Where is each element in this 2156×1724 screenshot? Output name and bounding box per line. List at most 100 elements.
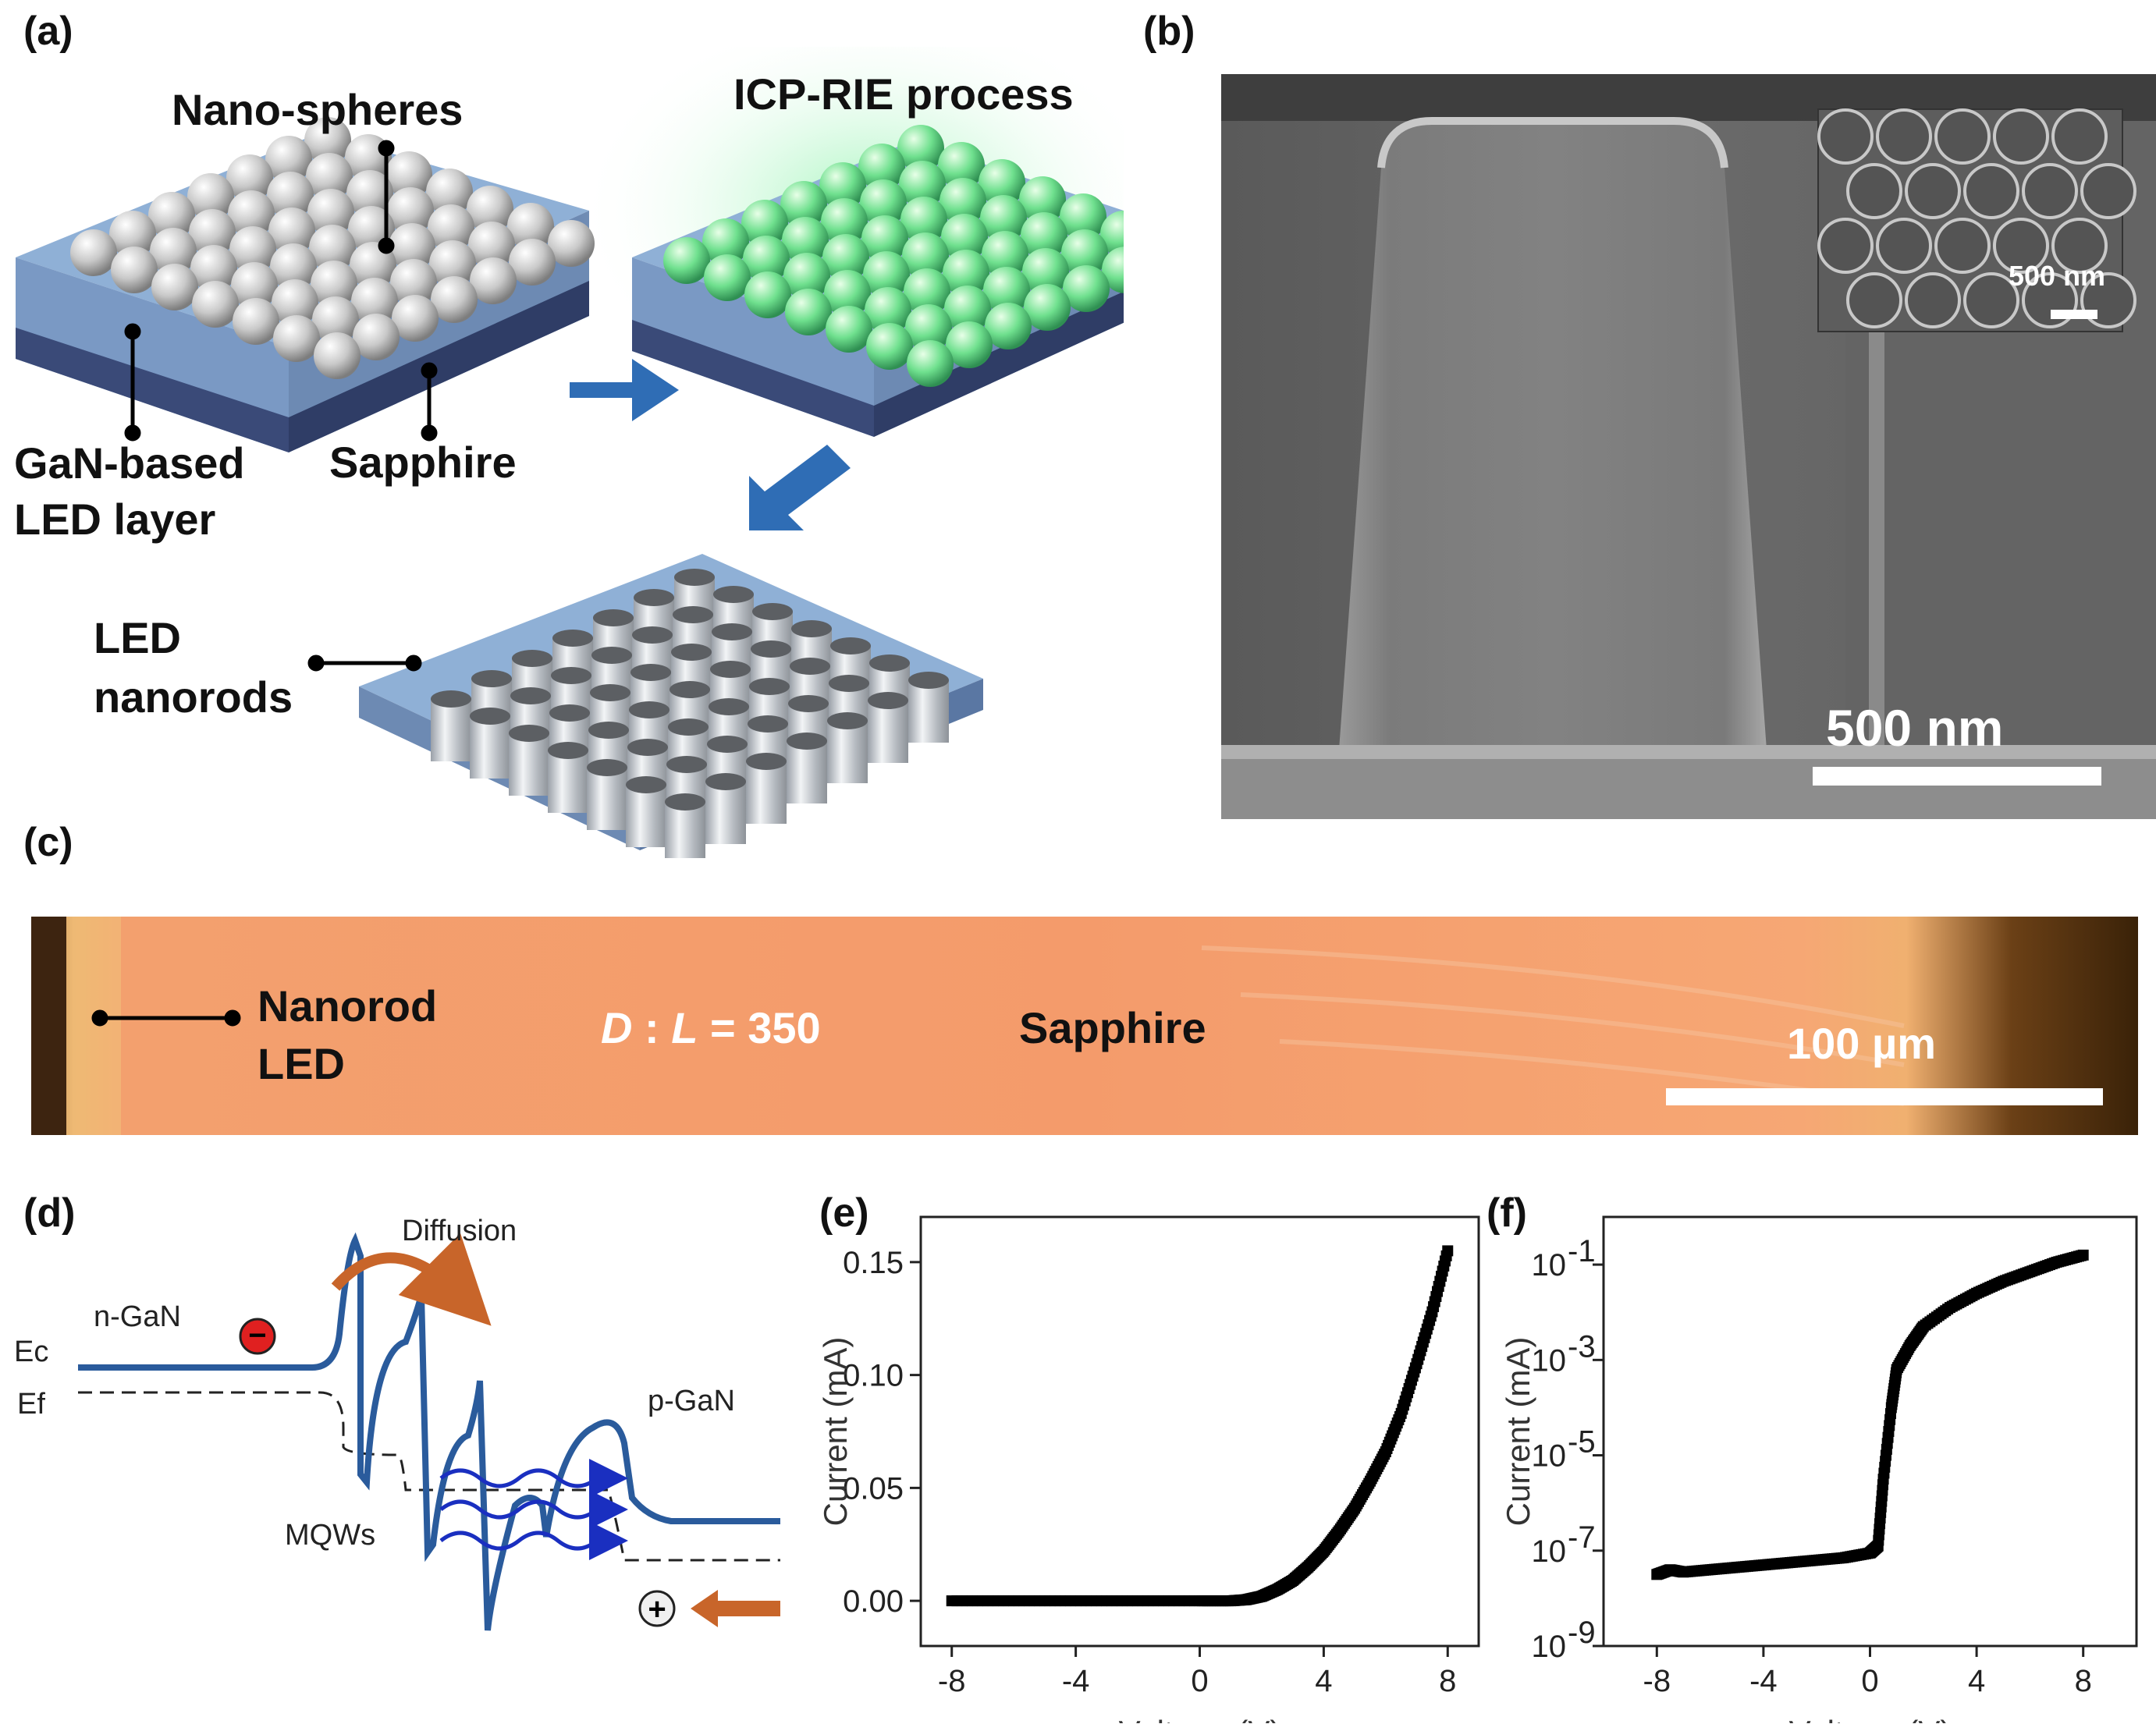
inset-nanosphere	[1963, 272, 2019, 328]
sem-scale-label: 500 nm	[1826, 699, 2004, 757]
nanosphere	[943, 250, 989, 296]
nanorod-top	[787, 733, 827, 750]
y-tick-exponent: -7	[1568, 1520, 1596, 1555]
nanorod-led-leader	[91, 1009, 241, 1027]
nanorod-top	[827, 712, 868, 729]
nanorods-line-2: nanorods	[94, 672, 293, 722]
inset-nanosphere	[1905, 163, 1961, 219]
mqws-label: MQWs	[285, 1519, 375, 1552]
nanorod-top	[668, 718, 709, 736]
nanosphere	[860, 179, 907, 226]
nanorod	[827, 721, 868, 783]
x-tick-label: 0	[1191, 1664, 1208, 1698]
nanosphere	[904, 268, 950, 315]
nanorod-top	[868, 692, 908, 709]
nanosphere	[468, 222, 515, 268]
led-nanorods-label: LED nanorods	[94, 608, 293, 727]
nanosphere	[109, 211, 156, 257]
inset-nanosphere	[2051, 108, 2108, 165]
conduction-band	[78, 1232, 780, 1631]
wafer-with-nanospheres	[16, 117, 595, 452]
y-tick-exponent: -9	[1568, 1616, 1596, 1650]
nanorod-led-label: Nanorod LED	[258, 977, 437, 1093]
sem-image: 500 nm 500 nm	[1221, 74, 2156, 819]
nanosphere	[387, 187, 434, 234]
nanosphere	[741, 200, 788, 247]
nanosphere	[228, 190, 275, 237]
nanosphere	[273, 315, 320, 362]
nanorod	[787, 741, 827, 803]
nanosphere	[982, 231, 1028, 278]
nanosphere	[270, 243, 317, 290]
nanorod-top	[509, 725, 549, 742]
nanosphere	[351, 278, 398, 325]
nanosphere	[509, 239, 556, 286]
nanorod-top	[869, 654, 910, 672]
nanorod-top	[551, 667, 591, 684]
nanosphere	[979, 159, 1025, 206]
nanorod-top	[712, 623, 752, 640]
nanosphere	[1024, 284, 1071, 331]
nanosphere	[858, 144, 905, 190]
inset-nanosphere	[2022, 163, 2078, 219]
leader-lines	[124, 140, 438, 672]
nanorod-top	[627, 739, 668, 756]
nanosphere	[229, 226, 276, 273]
nanosphere	[663, 237, 710, 284]
nanorod-top	[790, 658, 830, 675]
nanorod-top	[587, 759, 627, 776]
nanorod-top	[665, 793, 705, 811]
nanosphere	[353, 314, 400, 360]
nanorod-top	[751, 640, 791, 658]
nanosphere	[389, 223, 435, 270]
panel-d-label: (d)	[23, 1190, 76, 1236]
ratio-l: L	[671, 1003, 698, 1052]
nanorod	[705, 782, 746, 844]
y-axis-label: Current (mA)	[817, 1337, 854, 1527]
sapphire-label-a: Sapphire	[329, 438, 517, 487]
fermi-level	[78, 1391, 780, 1562]
nanosphere	[824, 270, 871, 317]
nanosphere	[426, 168, 473, 215]
nanosphere	[743, 236, 790, 282]
nanosphere	[744, 271, 791, 318]
nanorods-line-1: LED	[94, 613, 181, 662]
nanorod-top	[830, 637, 871, 654]
nanosphere	[70, 229, 117, 276]
nanosphere	[985, 303, 1032, 349]
nanosphere	[192, 281, 239, 328]
inset-nanosphere	[1876, 218, 1932, 274]
nanorod-top	[748, 715, 788, 733]
nanosphere	[507, 203, 554, 250]
nanorod-top	[752, 603, 793, 620]
photon-arrowheads	[589, 1459, 628, 1560]
y-tick-exponent: -5	[1568, 1425, 1596, 1460]
nanorod	[908, 680, 949, 743]
nanosphere	[785, 289, 832, 335]
band-diagram: − + Diffusion n-GaN Ec Ef p-GaN MQWs	[14, 1215, 780, 1631]
y-axis-label: Current (mA)	[1500, 1337, 1536, 1527]
nanosphere	[1021, 212, 1067, 259]
sem-scale-bar	[1813, 767, 2101, 786]
nanorod-top	[510, 687, 551, 704]
inset-nanosphere	[1934, 218, 1991, 274]
nanorod-top	[591, 647, 632, 664]
nanosphere	[1060, 193, 1106, 240]
y-tick-exponent: -3	[1568, 1329, 1596, 1364]
x-tick-label: -4	[1749, 1664, 1778, 1698]
nanosphere	[226, 154, 273, 201]
nanosphere	[1019, 176, 1066, 223]
optical-scale-label: 100 µm	[1787, 1019, 1937, 1068]
inset-nanosphere	[1817, 108, 1874, 165]
nanosphere	[702, 218, 749, 265]
y-tick-label: 10	[1532, 1439, 1567, 1474]
wafer-with-nanorods	[359, 554, 983, 858]
ec-label: Ec	[14, 1336, 48, 1368]
nanorod	[431, 699, 471, 761]
panel-e-label: (e)	[819, 1190, 869, 1236]
nanosphere	[431, 276, 478, 323]
nanosphere	[429, 240, 476, 287]
y-tick-label: 10	[1532, 1534, 1567, 1569]
icp-rie-label: ICP-RIE process	[733, 69, 1074, 119]
